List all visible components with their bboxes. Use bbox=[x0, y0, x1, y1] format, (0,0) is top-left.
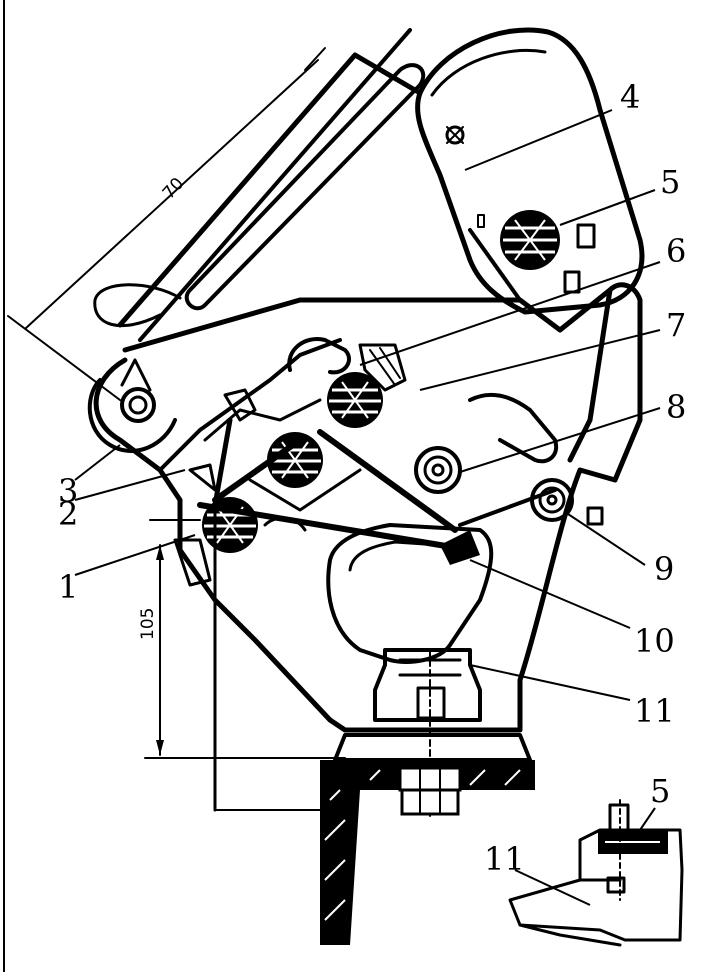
label-7: 7 bbox=[666, 306, 686, 344]
belt-tensioner bbox=[440, 530, 480, 565]
spring-3 bbox=[90, 360, 175, 451]
lower-body bbox=[96, 285, 640, 730]
inset-label-5: 5 bbox=[650, 772, 670, 810]
inset-detail bbox=[510, 800, 682, 945]
label-4: 4 bbox=[620, 78, 640, 116]
base-mount bbox=[320, 650, 535, 945]
spring-8 bbox=[416, 448, 460, 492]
label-11: 11 bbox=[634, 692, 675, 730]
label-9: 9 bbox=[654, 550, 674, 588]
roller-5 bbox=[500, 210, 594, 292]
label-8: 8 bbox=[666, 388, 686, 426]
dimension-left: 105 bbox=[138, 520, 345, 758]
label-5: 5 bbox=[660, 163, 680, 201]
dimension-top: 70 bbox=[8, 48, 325, 400]
dimension-70-label: 70 bbox=[159, 174, 188, 203]
brackets bbox=[175, 390, 305, 585]
inset-label-11: 11 bbox=[484, 840, 525, 878]
dimension-105-label: 105 bbox=[138, 608, 158, 640]
label-6: 6 bbox=[666, 232, 686, 270]
label-10: 10 bbox=[634, 622, 675, 660]
label-1: 1 bbox=[58, 568, 78, 606]
belt bbox=[200, 420, 555, 810]
label-3: 3 bbox=[58, 472, 78, 510]
